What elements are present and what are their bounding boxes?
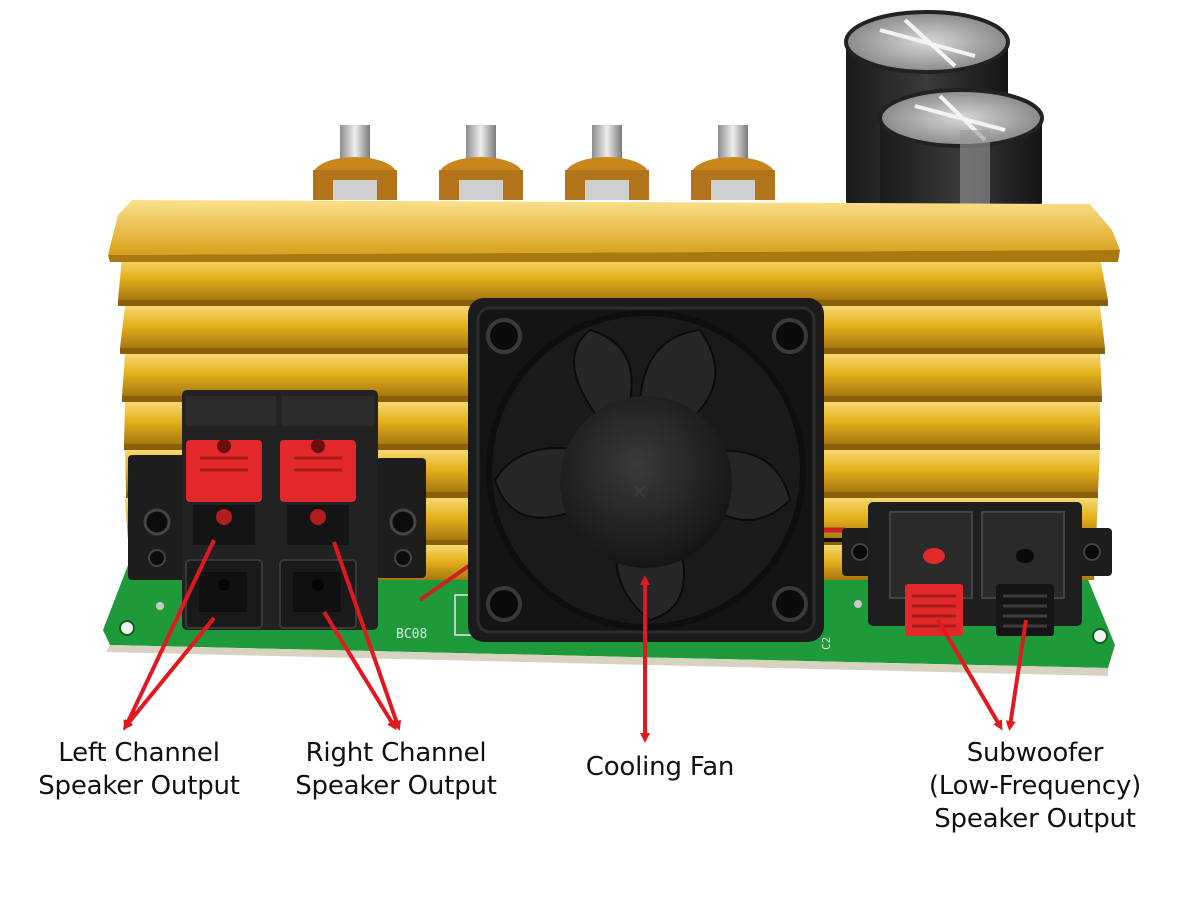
potentiometer-knob [691, 125, 775, 200]
left-channel-arrow-black [122, 616, 216, 730]
svg-text:×: × [631, 479, 648, 503]
right-channel-label-line2: Speaker Output [295, 771, 497, 801]
right-channel-red-terminal [280, 439, 356, 545]
right-channel-arrow-black [322, 610, 397, 731]
subwoofer-label-line3: Speaker Output [934, 804, 1136, 834]
right-channel-black-terminal [279, 559, 357, 629]
subwoofer-label-line1: Subwoofer [966, 738, 1104, 768]
capacitor-front [878, 88, 1044, 212]
left-channel-label-line1: Left Channel [58, 738, 220, 768]
cooling-fan-label: Cooling Fan [560, 751, 760, 784]
left-channel-black-terminal [185, 559, 263, 629]
pcb-mark: C2 [820, 637, 833, 650]
left-channel-arrow-red [123, 539, 216, 731]
right-channel-arrow-red [332, 541, 402, 731]
left-channel-label: Left Channel Speaker Output [24, 737, 254, 803]
potentiometer-knob [313, 125, 397, 200]
left-channel-red-terminal [186, 439, 262, 545]
potentiometers [313, 125, 775, 200]
subwoofer-label: Subwoofer (Low-Frequency) Speaker Output [900, 737, 1170, 836]
pcb-silkscreen-label: BC08 [396, 627, 427, 642]
potentiometer-knob [565, 125, 649, 200]
subwoofer-black-terminal [996, 549, 1054, 636]
right-channel-label-line1: Right Channel [305, 738, 487, 768]
subwoofer-arrow-red [936, 618, 1003, 731]
fan-wire-red-left [418, 563, 472, 602]
left-channel-label-line2: Speaker Output [38, 771, 240, 801]
subwoofer-label-line2: (Low-Frequency) [928, 771, 1142, 801]
cooling-fan-label-line1: Cooling Fan [585, 752, 735, 782]
annotation-arrows [122, 539, 1028, 743]
stereo-terminal-block [128, 390, 426, 630]
cooling-fan: × [468, 298, 824, 642]
subwoofer-red-terminal [905, 548, 963, 636]
subwoofer-arrow-black [1005, 619, 1028, 731]
subwoofer-terminal-block [842, 502, 1112, 636]
right-channel-label: Right Channel Speaker Output [278, 737, 514, 803]
potentiometer-knob [439, 125, 523, 200]
fan-hub [560, 396, 732, 568]
